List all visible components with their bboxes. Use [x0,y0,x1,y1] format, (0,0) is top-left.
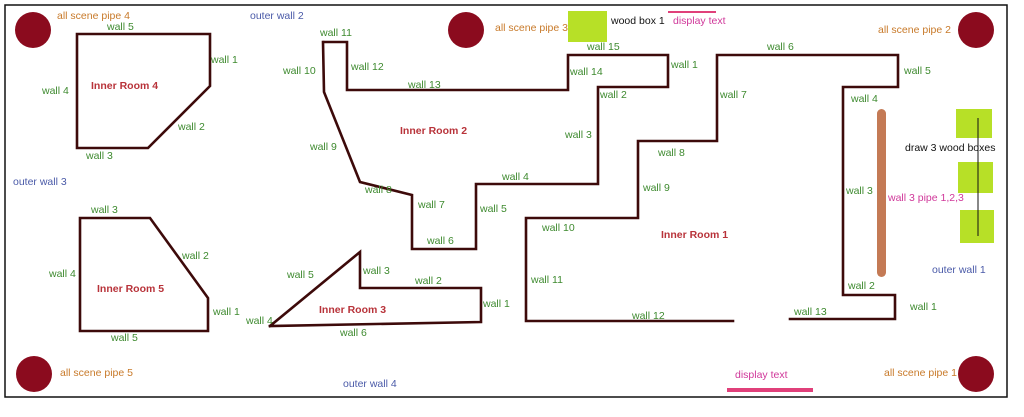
room4-wall-2-label: wall 2 [177,121,205,133]
wood-box-1 [568,11,607,42]
room5-wall-2-label: wall 2 [181,250,209,262]
room2-wall-8-label: wall 8 [364,184,392,196]
room1-wall-9-label: wall 9 [642,182,670,194]
room3-wall-1-label: wall 1 [482,298,510,310]
room1-wall-4-label: wall 4 [850,93,878,105]
outer-wall-south-label: outer wall 4 [343,378,397,390]
scene-pipe-4-marker [15,12,51,48]
room2-wall-6-label: wall 6 [426,235,454,247]
room4-walls [75,32,212,150]
room1-wall-11-label: wall 11 [530,274,563,286]
display-text-label-bottom: display text [735,369,788,381]
room3-walls [268,249,483,328]
room2-wall-7-label: wall 7 [417,199,445,211]
room2-wall-4-label: wall 4 [501,171,529,183]
room1-walls [524,53,900,323]
room5-name: Inner Room 5 [97,283,164,295]
draw-wood-boxes-label: draw 3 wood boxes [905,142,995,154]
room1-wall-3-label: wall 3 [845,185,873,197]
room1-wall-13-label: wall 13 [793,306,827,318]
wood-box-right-3 [960,210,994,243]
scene-pipe-1-marker [958,356,994,392]
room2-wall-12-label: wall 12 [350,61,384,73]
room2-walls [321,40,670,251]
outer-wall-north-label: outer wall 2 [250,10,304,22]
room3-wall-4-label: wall 4 [245,315,273,327]
room1-wall-6-label: wall 6 [766,41,794,53]
scene-pipe-2-label: all scene pipe 2 [878,24,951,36]
room2-wall-13-label: wall 13 [407,79,441,91]
room1-wall-1-label: wall 1 [909,301,937,313]
room2-name: Inner Room 2 [400,125,467,137]
scene-pipe-4-label: all scene pipe 4 [57,10,130,22]
wall3-pipe [877,109,886,277]
room2-wall-15-label: wall 15 [586,41,620,53]
room4-wall-5-label: wall 5 [106,21,134,33]
room2-wall-11-label: wall 11 [319,27,352,39]
room1-wall-8-label: wall 8 [657,147,685,159]
room5-walls [78,216,210,333]
room1-wall-12-label: wall 12 [631,310,665,322]
room2-wall-10-label: wall 10 [282,65,316,77]
room4-wall-3-label: wall 3 [85,150,113,162]
room3-wall-3-label: wall 3 [362,265,390,277]
display-text-bar-top [668,11,716,13]
room3-wall-5-label: wall 5 [286,269,314,281]
scene-pipe-5-marker [16,356,52,392]
room2-wall-3-label: wall 3 [564,129,592,141]
wood-box-right-1 [956,109,992,138]
wood-box-right-2 [958,162,993,193]
scene-pipe-2-marker [958,12,994,48]
scene-pipe-5-label: all scene pipe 5 [60,367,133,379]
display-text-label-top: display text [673,15,726,27]
room3-name: Inner Room 3 [319,304,386,316]
room2-wall-2-label: wall 2 [599,89,627,101]
room2-wall-14-label: wall 14 [569,66,603,78]
scene-pipe-1-label: all scene pipe 1 [884,367,957,379]
outer-boundary [4,4,1008,398]
room3-wall-6-label: wall 6 [339,327,367,339]
room1-wall-7-label: wall 7 [719,89,747,101]
room1-wall-5-label: wall 5 [903,65,931,77]
outer-wall-west-label: outer wall 3 [13,176,67,188]
room4-wall-1-label: wall 1 [210,54,238,66]
display-text-bar-bottom [727,388,813,392]
scene-pipe-3-marker [448,12,484,48]
room2-wall-1-label: wall 1 [670,59,698,71]
room5-wall-3-label: wall 3 [90,204,118,216]
wall3-pipes-label: wall 3 pipe 1,2,3 [887,192,964,204]
room4-name: Inner Room 4 [91,80,158,92]
room4-wall-4-label: wall 4 [41,85,69,97]
room5-wall-5-label: wall 5 [110,332,138,344]
room1-wall-2-label: wall 2 [847,280,875,292]
outer-wall-east-label: outer wall 1 [932,264,986,276]
room2-wall-9-label: wall 9 [309,141,337,153]
room3-wall-2-label: wall 2 [414,275,442,287]
room5-wall-1-label: wall 1 [212,306,240,318]
wood-box-1-label: wood box 1 [610,15,665,27]
scene-pipe-3-label: all scene pipe 3 [495,22,568,34]
room1-name: Inner Room 1 [661,229,728,241]
room2-wall-5-label: wall 5 [479,203,507,215]
room1-wall-10-label: wall 10 [541,222,575,234]
room5-wall-4-label: wall 4 [48,268,76,280]
